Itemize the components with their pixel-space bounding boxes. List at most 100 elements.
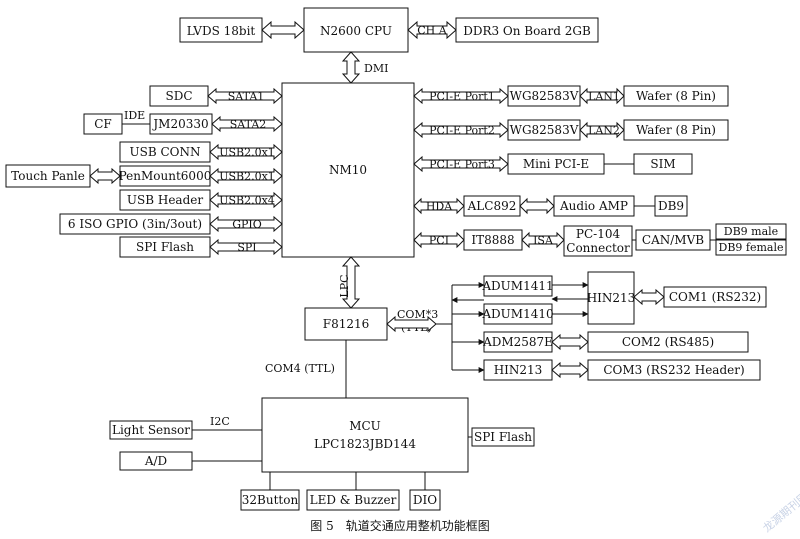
db9-female-block [715, 239, 787, 256]
usb-x4-link [209, 191, 283, 209]
usb-x1-b-link [209, 167, 283, 185]
mcu-label-1: MCU [349, 419, 381, 433]
usb-x1-a-label: USB2.0x1 [219, 146, 275, 159]
com1-link [633, 288, 665, 306]
lan2-label: LAN2 [588, 124, 620, 137]
can-mvb-label: CAN/MVB [642, 233, 704, 247]
com1-block [663, 286, 767, 308]
ide-label: IDE [124, 109, 145, 122]
pcie2-label: PCI-E Port2 [429, 124, 495, 137]
led-buzzer-label: LED & Buzzer [310, 493, 397, 507]
cpu-block: N2600 CPU [303, 7, 409, 53]
com2-label: COM2 (RS485) [622, 335, 714, 349]
db9-male-block [715, 223, 787, 240]
lpc-label: LPC [338, 274, 351, 297]
audio-link [519, 197, 555, 215]
adum1411-label: ADUM1411 [481, 279, 553, 293]
i2c-label: I2C [210, 415, 230, 428]
mcu-block [261, 397, 469, 473]
hda-label: HDA [426, 200, 453, 213]
sata1-label: SATA1 [228, 90, 265, 103]
touch-panel-label: Touch Panle [11, 169, 85, 183]
gpio-link-label: GPIO [232, 218, 262, 231]
adum1411-block [483, 275, 553, 297]
hin213-bottom-label: HIN213 [494, 363, 543, 377]
touch-link [89, 167, 121, 185]
it8888-label: IT8888 [471, 233, 514, 247]
light-sensor-label: Light Sensor [112, 423, 190, 437]
isa-label: ISA [533, 234, 554, 247]
mcu-label-2: LPC1823JBD144 [314, 437, 416, 451]
lvds-cpu-link [261, 20, 305, 40]
db9-male-label: DB9 male [724, 225, 778, 238]
btn32-label: 32Button [242, 493, 299, 507]
gpio-block-label: 6 ISO GPIO (3in/3out) [68, 217, 202, 231]
dio-block [409, 489, 441, 511]
adm2587e-label: ADM2587E [482, 335, 553, 349]
adum1410-label: ADUM1410 [481, 307, 553, 321]
db9-label: DB9 [658, 199, 684, 213]
pc104-block [563, 225, 633, 257]
watermark-text: 龙源期刊网 [760, 489, 800, 535]
com2-link [551, 333, 589, 351]
hin213-top-label: HIN213 [587, 291, 636, 305]
lan1-label: LAN1 [588, 90, 620, 103]
sdc-label: SDC [165, 89, 192, 103]
wg1-label: WG82583V [510, 89, 579, 103]
mini-pcie-label: Mini PCI-E [523, 157, 589, 171]
gpio-link [209, 215, 283, 233]
led-buzzer-block [306, 489, 400, 511]
lvds-block: LVDS 18bit [179, 17, 263, 43]
dmi-label: DMI [364, 62, 388, 75]
wg2-label: WG82583V [510, 123, 579, 137]
sata2-link [211, 115, 283, 133]
nm10-label: NM10 [329, 163, 367, 177]
spi-link [209, 238, 283, 256]
hin213-top-block [587, 271, 635, 325]
dio-label: DIO [413, 493, 437, 507]
db9-female-label: DB9 female [719, 241, 784, 254]
com2-block [587, 331, 749, 353]
com3-label: COM3 (RS232 Header) [603, 363, 744, 377]
usb-header-label: USB Header [127, 193, 203, 207]
sata1-link [207, 87, 283, 105]
spi-link-label: SPI [237, 241, 256, 254]
com3x-label: COM*3 [397, 308, 438, 321]
spi-flash-right-label: SPI Flash [474, 430, 532, 444]
sim-block [633, 153, 693, 175]
db9-block [654, 195, 688, 217]
ddr-label: DDR3 On Board 2GB [463, 24, 591, 38]
com4-label: COM4 (TTL) [265, 362, 335, 375]
jm20330-label: JM20330 [151, 117, 208, 131]
ad-label: A/D [144, 454, 167, 468]
ch-a-link: CH A [407, 20, 457, 40]
wafer1-label: Wafer (8 Pin) [636, 89, 716, 103]
wafer2-label: Wafer (8 Pin) [636, 123, 716, 137]
pcie3-label: PCI-E Port3 [429, 158, 495, 171]
spi-flash-right-block [471, 427, 535, 447]
pc104-label-2: Connector [566, 241, 630, 255]
nm10-block: NM10 [281, 82, 415, 258]
pc104-label-1: PC-104 [576, 227, 621, 241]
cpu-label: N2600 CPU [320, 24, 392, 38]
cf-label: CF [94, 117, 112, 131]
usb-x1-a-link [209, 143, 283, 161]
penmount-label: PenMount6000 [119, 169, 212, 183]
spi-flash-left-label: SPI Flash [136, 240, 194, 254]
com3-block [587, 359, 761, 381]
wafer1-block [623, 85, 729, 107]
dmi-link: DMI [341, 51, 388, 84]
ch-a-label: CH A [417, 24, 448, 37]
usb-x4-label: USB2.0x4 [219, 194, 275, 207]
usb-conn-label: USB CONN [130, 145, 201, 159]
figure-caption: 图 5 轨道交通应用整机功能框图 [310, 518, 489, 533]
wafer2-block [623, 119, 729, 141]
com1-label: COM1 (RS232) [669, 290, 761, 304]
lvds-label: LVDS 18bit [187, 24, 256, 38]
pcie1-label: PCI-E Port1 [429, 90, 495, 103]
sata2-label: SATA2 [230, 118, 267, 131]
usb-x1-b-label: USB2.0x1 [219, 170, 275, 183]
ddr-block: DDR3 On Board 2GB [455, 17, 599, 43]
alc892-label: ALC892 [467, 199, 517, 213]
